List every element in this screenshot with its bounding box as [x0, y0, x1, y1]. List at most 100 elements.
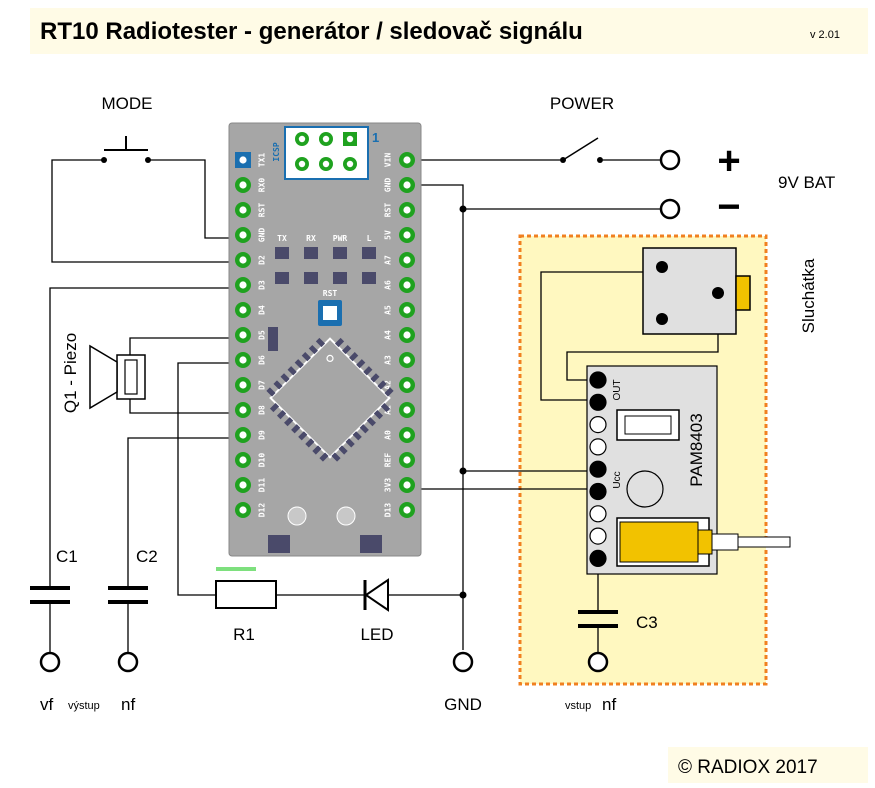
- right-pin-a2: A2: [384, 377, 415, 393]
- left-pin-d7: D7: [235, 377, 267, 393]
- right-pin-3v3: 3V3: [384, 477, 415, 493]
- pam-label: PAM8403: [687, 413, 706, 486]
- right-pin-label: A2: [384, 380, 393, 390]
- right-pin-a0: A0: [384, 427, 415, 443]
- left-pin-rst: RST: [235, 202, 267, 218]
- left-pin-d3: D3: [235, 277, 267, 293]
- battery-label: 9V BAT: [778, 173, 835, 192]
- pam-pad: [589, 438, 607, 456]
- pam-pad: [589, 482, 607, 501]
- page-title: RT10 Radiotester - generátor / sledovač …: [40, 18, 583, 45]
- pam-pad: [589, 416, 607, 434]
- left-pin-label: D2: [258, 255, 267, 265]
- headphones-label: Sluchátka: [799, 258, 818, 333]
- capacitor-c1: [30, 586, 70, 604]
- led-label: LED: [360, 625, 393, 644]
- right-pin-label: 5V: [384, 230, 393, 240]
- right-pin-label: 3V3: [384, 478, 393, 493]
- piezo-speaker: [89, 344, 146, 410]
- copyright-box: [668, 747, 868, 783]
- out-label: OUT: [612, 379, 623, 400]
- left-pin-label: RST: [258, 203, 267, 218]
- right-pin-label: D13: [384, 503, 393, 518]
- battery-plus-label: +: [717, 139, 740, 183]
- board-led-label: PWR: [333, 234, 348, 243]
- left-pin-d11: D11: [235, 477, 267, 493]
- power-switch: [560, 137, 603, 163]
- r1-label: R1: [233, 625, 255, 644]
- right-pin-ref: REF: [384, 452, 415, 468]
- arduino-nano-board: ICSP 1 TX1RX0RSTGNDD2D3D4D5D6D7D8D9D10D1…: [228, 122, 422, 557]
- right-pin-label: REF: [384, 453, 393, 468]
- left-pin-label: D10: [258, 453, 267, 468]
- nf-out-label: nf: [121, 695, 135, 714]
- gnd-label: GND: [444, 695, 482, 714]
- board-led-label: L: [367, 234, 372, 243]
- left-pin-label: D4: [258, 305, 267, 315]
- mode-switch: [101, 136, 151, 163]
- ucc-label: Ucc: [612, 471, 623, 488]
- pam-pad: [589, 371, 607, 389]
- left-pin-d2: D2: [235, 252, 267, 268]
- left-pin-label: D5: [258, 330, 267, 340]
- left-pin-label: D9: [258, 430, 267, 440]
- battery-minus-terminal: [659, 198, 681, 220]
- icsp-pin1-label: 1: [372, 130, 379, 145]
- headphone-jack: [642, 247, 751, 335]
- pam8403-module: [586, 365, 791, 575]
- left-pin-d10: D10: [235, 452, 267, 468]
- left-pin-d8: D8: [235, 402, 267, 418]
- title-bar: [30, 8, 868, 54]
- right-pin-label: A0: [384, 430, 393, 440]
- right-pin-label: A3: [384, 355, 393, 365]
- gnd-terminal: [452, 651, 474, 673]
- pam-pad: [589, 460, 607, 478]
- left-pin-d6: D6: [235, 352, 267, 368]
- left-pin-d9: D9: [235, 427, 267, 443]
- left-pin-d5: D5: [235, 327, 267, 343]
- right-pin-5v: 5V: [384, 227, 415, 243]
- c3-label: C3: [636, 613, 658, 632]
- vystup-label: výstup: [68, 700, 100, 712]
- left-pin-label: TX1: [258, 153, 267, 168]
- battery-plus-terminal: [659, 149, 681, 171]
- left-pin-label: D12: [258, 503, 267, 518]
- resistor-r1: [215, 580, 277, 609]
- right-pin-a5: A5: [384, 302, 415, 318]
- board-led-label: RX: [306, 234, 316, 243]
- left-pin-tx1: TX1: [235, 152, 267, 168]
- right-pin-rst: RST: [384, 202, 415, 218]
- board-led-l: L: [362, 234, 376, 284]
- left-pin-rx0: RX0: [235, 177, 267, 193]
- pam-pad: [589, 527, 607, 545]
- reset-button-label: RST: [323, 289, 338, 298]
- power-label: POWER: [550, 94, 614, 113]
- c2-label: C2: [136, 547, 158, 566]
- pam-pad: [589, 549, 607, 568]
- left-pin-d12: D12: [235, 502, 267, 518]
- nf-output-terminal: [117, 651, 139, 673]
- board-leds: TX RX PWR L: [275, 234, 376, 284]
- wires: [49, 159, 719, 652]
- vstup-label: vstup: [565, 700, 591, 712]
- pam-pad: [589, 505, 607, 523]
- piezo-label: Q1 - Piezo: [61, 333, 80, 413]
- left-pin-gnd: GND: [235, 227, 267, 243]
- right-pin-label: A6: [384, 280, 393, 290]
- resistor-r1-marker: [216, 567, 256, 571]
- right-pin-gnd: GND: [384, 177, 415, 193]
- left-pin-label: D8: [258, 405, 267, 415]
- board-led-tx: TX: [275, 234, 289, 284]
- left-pin-label: D6: [258, 355, 267, 365]
- nf-input-terminal: [587, 651, 609, 673]
- right-pin-vin: VIN: [384, 152, 415, 168]
- left-pin-label: D3: [258, 280, 267, 290]
- capacitor-c3: [578, 610, 618, 628]
- right-pin-a4: A4: [384, 327, 415, 343]
- c1-label: C1: [56, 547, 78, 566]
- mcu-chip: [266, 337, 394, 462]
- vf-output-terminal: [39, 651, 61, 673]
- vf-label: vf: [40, 695, 54, 714]
